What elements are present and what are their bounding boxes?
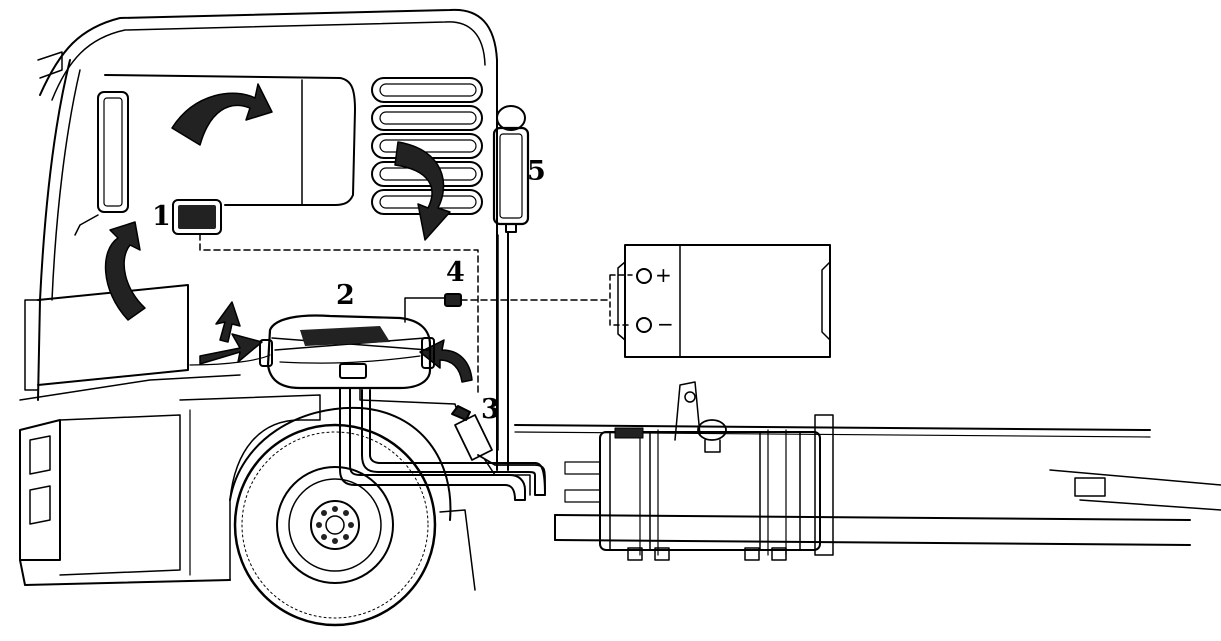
airflow-arrows [104, 83, 473, 383]
battery-positive-symbol: + [655, 263, 672, 287]
callout-3: 3 [481, 394, 500, 425]
control-panel-unit [172, 199, 479, 396]
callout-5: 5 [527, 156, 546, 187]
callout-4: 4 [446, 257, 465, 288]
wiring-connector [444, 293, 611, 307]
callout-2: 2 [336, 280, 355, 311]
battery-negative-symbol: − [657, 312, 674, 336]
exhaust-pipe [339, 387, 546, 501]
heater-unit [259, 297, 461, 390]
battery [609, 244, 831, 358]
chassis-frame [514, 381, 1221, 561]
front-wheel [229, 406, 476, 627]
callout-1: 1 [152, 201, 171, 232]
fuel-canister [492, 105, 530, 471]
cab-vent-grille [371, 77, 483, 215]
truck-cab [19, 8, 498, 586]
